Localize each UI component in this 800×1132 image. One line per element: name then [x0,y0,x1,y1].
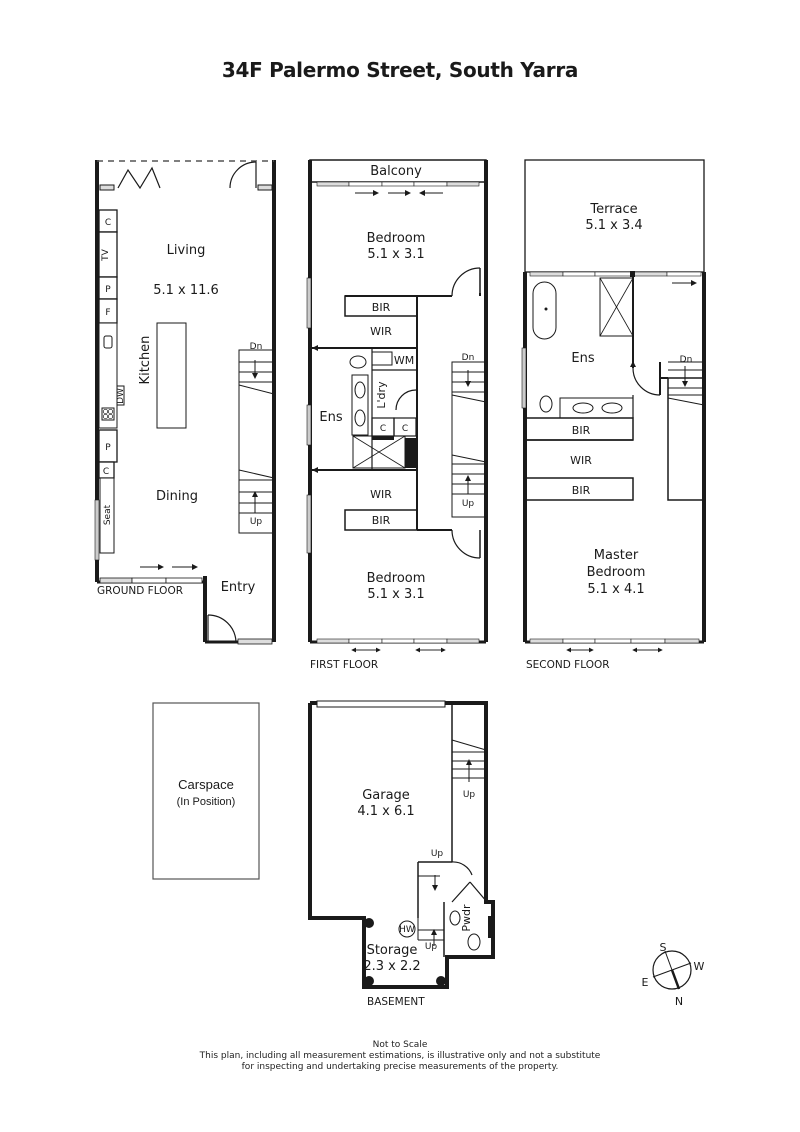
page-title: 34F Palermo Street, South Yarra [221,58,579,82]
first-floor-plan: Balcony Bedroom 5.1 x 3.1 BIR WIR WM L'd… [306,159,488,671]
first-stairs-down: Dn [462,353,475,363]
room-garage-size: 4.1 x 6.1 [357,804,414,819]
basement-label: BASEMENT [367,996,425,1008]
ground-fixture-c2: C [103,467,109,477]
room-wir-2: WIR [370,488,392,501]
compass-e: E [642,976,649,989]
room-terrace: Terrace [589,202,637,217]
ground-fixture-f: F [105,308,110,318]
disclaimer-line-3: for inspecting and undertaking precise m… [241,1062,559,1072]
second-stairs-down: Dn [680,355,693,365]
carspace-note: (In Position) [177,796,236,808]
ground-fixture-c1: C [105,218,111,228]
room-storage-size: 2.3 x 2.2 [363,959,420,974]
basement-stairs-up-2: Up [431,849,444,859]
room-wir-1: WIR [370,325,392,338]
basement-stairs-up-3: Up [425,942,438,952]
room-garage: Garage [362,788,410,803]
fixture-wm: WM [394,354,414,367]
room-master-line2: Bedroom [587,565,646,580]
cupboard-c1: C [380,424,386,434]
disclaimer-scale: Not to Scale [372,1040,428,1050]
hot-water-unit: HW [399,925,415,935]
ground-fixture-dw: DW [116,388,126,404]
room-laundry: L'dry [375,381,388,409]
ground-stairs-down: Dn [250,342,263,352]
room-master-size: 5.1 x 4.1 [587,582,644,597]
room-ens-second: Ens [571,351,594,366]
room-bir-1: BIR [372,301,391,314]
ground-stairs-up: Up [250,517,263,527]
room-living: Living [167,243,206,258]
ground-fixture-seat: Seat [103,504,113,525]
carspace: Carspace (In Position) [152,702,260,880]
carspace-label: Carspace [178,777,234,792]
second-floor-label: SECOND FLOOR [526,659,610,671]
room-bedroom-1: Bedroom [367,231,426,246]
ground-fixture-p2: P [105,443,111,453]
room-terrace-size: 5.1 x 3.4 [585,218,642,233]
disclaimer: Not to Scale This plan, including all me… [0,1040,800,1073]
room-bir-2: BIR [372,514,391,527]
basement-stairs-up-1: Up [463,790,476,800]
room-wir-second: WIR [570,454,592,467]
ground-floor-label: GROUND FLOOR [97,585,183,597]
room-kitchen: Kitchen [138,336,153,385]
second-floor-plan: Terrace 5.1 x 3.4 Ens BIR WIR BIR Master… [521,159,706,671]
ground-floor-plan: C TV P F DW P C Seat Living 5.1 x 11.6 K… [94,160,276,645]
basement-plan: HW Garage 4.1 x 6.1 Storage 2.3 x 2.2 Pw… [308,700,495,1008]
room-bir-second-2: BIR [572,484,591,497]
ground-fixture-tv: TV [101,248,111,261]
first-stairs-up: Up [462,499,475,509]
room-powder: Pwdr [460,904,473,932]
room-bedroom-1-size: 5.1 x 3.1 [367,247,424,262]
room-ens-first: Ens [319,410,342,425]
room-balcony: Balcony [370,164,422,179]
disclaimer-line-2: This plan, including all measurement est… [199,1051,601,1061]
compass-n: N [675,995,683,1008]
first-floor-label: FIRST FLOOR [310,659,378,671]
room-master-line1: Master [594,548,639,563]
room-entry: Entry [221,580,256,595]
compass-w: W [694,960,705,973]
room-storage: Storage [367,943,418,958]
cupboard-c2: C [402,424,408,434]
room-bedroom-2-size: 5.1 x 3.1 [367,587,424,602]
ground-fixture-p1: P [105,285,111,295]
room-bir-second-1: BIR [572,424,591,437]
compass-icon: S W E N [642,941,705,1008]
room-living-size: 5.1 x 11.6 [153,283,219,298]
room-dining: Dining [156,489,198,504]
compass-s: S [660,941,667,954]
room-bedroom-2: Bedroom [367,571,426,586]
